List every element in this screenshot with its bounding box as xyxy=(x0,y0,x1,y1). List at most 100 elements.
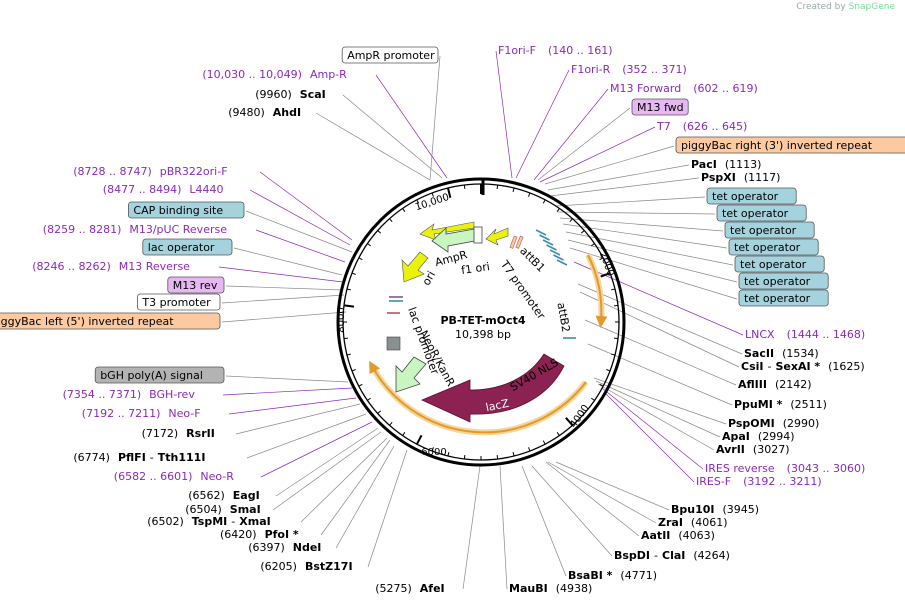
enzyme-label: Bpu10I(3945) xyxy=(671,503,759,516)
feature-box-text: piggyBac right (3') inverted repeat xyxy=(681,139,873,152)
leader-line xyxy=(300,437,388,523)
scale-tick xyxy=(556,208,560,213)
primer-label: (10,030 .. 10,049)Amp-R xyxy=(202,68,347,81)
enzyme-label: SacII (1534) xyxy=(744,347,819,360)
scale-tick xyxy=(346,353,352,356)
enzyme-label: (6504)SmaI xyxy=(185,503,260,516)
feature-box-text: bGH poly(A) signal xyxy=(100,369,203,382)
enzyme-label: AflIII(2142) xyxy=(738,378,812,391)
leader-line xyxy=(547,461,657,524)
feature-box-text: M13 fwd xyxy=(637,101,684,114)
enzyme-label: PspXI(1117) xyxy=(701,171,780,184)
enzyme-label: (5275)AfeI xyxy=(375,582,444,595)
leader-line xyxy=(272,431,382,511)
leader-line xyxy=(275,427,379,497)
primer-range: (6582 .. 6601) xyxy=(114,470,193,483)
left-label-3: (9480)AhdI xyxy=(228,106,301,119)
leader-line xyxy=(429,55,441,181)
plasmid-name: PB-TET-mOct4 xyxy=(440,314,525,327)
right-label-0: F1ori-F(140 .. 161) xyxy=(498,44,613,57)
leader-line xyxy=(246,413,367,459)
feature-box-text: M13 rev xyxy=(173,279,218,292)
primer-range: (7192 .. 7211) xyxy=(82,407,161,420)
scale-tick xyxy=(389,421,393,426)
tet-operator-mark xyxy=(553,254,564,261)
feature-box xyxy=(716,204,807,222)
tet-operator-mark xyxy=(549,249,561,256)
feature-box-text: tet operator xyxy=(744,275,811,288)
feature-box xyxy=(167,276,225,294)
feature-box xyxy=(127,201,245,219)
lacz-arrow xyxy=(421,353,565,423)
enzyme-label: (9480)AhdI xyxy=(228,106,301,119)
primer-label: (6582 .. 6601)Neo-R xyxy=(114,470,234,483)
leader-line xyxy=(225,285,344,291)
primer-name: F1ori-R xyxy=(571,63,611,76)
leader-line xyxy=(515,69,570,179)
enzyme-position: (6397) xyxy=(248,541,285,554)
scale-tick xyxy=(512,451,515,457)
scale-tick xyxy=(610,353,616,356)
left-label-19: (6562)EagI xyxy=(188,489,259,502)
leader-line xyxy=(539,126,656,183)
feature-box-text: tet operator xyxy=(722,207,789,220)
enzyme-label: ApaI(2994) xyxy=(722,430,794,443)
scale-tick xyxy=(351,272,356,275)
feature-box-text: T3 promoter xyxy=(141,296,211,309)
label-attb1: attB1 xyxy=(517,244,547,274)
right-label-5: piggyBac right (3') inverted repeat xyxy=(675,136,905,154)
right-annotations: F1ori-F(140 .. 161) F1ori-R(352 .. 371) M1… xyxy=(498,44,905,595)
label-attb2: attB2 xyxy=(554,302,572,334)
enzyme-name: RsrII xyxy=(186,427,215,440)
primer-range: (3192 .. 3211) xyxy=(743,475,822,488)
primer-range: (8259 .. 8281) xyxy=(43,223,122,236)
leader-line xyxy=(320,439,391,536)
left-label-1: (10,030 .. 10,049)Amp-R xyxy=(202,68,347,81)
scale-tick xyxy=(556,431,560,436)
leader-line xyxy=(545,461,640,537)
leader-line xyxy=(579,291,740,368)
enzyme-label: BspDI-ClaI(4264) xyxy=(614,549,730,562)
scale-tick xyxy=(358,257,363,261)
right-label-18: AflIII(2142) xyxy=(738,378,812,391)
enzyme-name-2: ClaI xyxy=(662,549,685,562)
enzyme-sep: - xyxy=(231,515,235,528)
primer-range: (8728 .. 8747) xyxy=(73,165,152,178)
leader-line xyxy=(335,445,395,549)
snapgene-credit: Created by SnapGene xyxy=(796,2,895,12)
ampr-promoter-box xyxy=(473,226,483,244)
primer-label: M13 Forward(602 .. 619) xyxy=(610,82,758,95)
primer-label: (8728 .. 8747)pBR322ori-F xyxy=(73,165,227,178)
enzyme-label: PspOMI(2990) xyxy=(728,417,819,430)
left-annotations: AmpR promoter(10,030 .. 10,049)Amp-R(996… xyxy=(0,46,445,595)
left-label-16: (7172)RsrII xyxy=(142,427,215,440)
primer-label: (7354 .. 7371)BGH-rev xyxy=(63,388,196,401)
feature-box-text: lac operator xyxy=(148,241,215,254)
enzyme-name: PspXI xyxy=(701,171,736,184)
scale-tick xyxy=(599,257,604,261)
leader-line xyxy=(245,210,353,253)
enzyme-position: (1534) xyxy=(782,347,819,360)
enzyme-name: BsaBI * xyxy=(568,569,613,582)
enzyme-label: AatII(4063) xyxy=(641,529,715,542)
enzyme-name: TspMI xyxy=(192,515,228,528)
enzyme-name: SacII xyxy=(744,347,774,360)
enzyme-label: (7172)RsrII xyxy=(142,427,215,440)
feature-box-text: tet operator xyxy=(740,258,807,271)
left-label-12: piggyBac left (5') inverted repeat xyxy=(0,312,221,330)
enzyme-name: NdeI xyxy=(293,541,322,554)
scale-label: 10,000 xyxy=(414,192,451,213)
scale-tick xyxy=(447,451,450,457)
right-label-4: T7(626 .. 645) xyxy=(656,120,747,133)
label-f1-ori: f1 ori xyxy=(460,260,490,277)
enzyme-label: PpuMI *(2511) xyxy=(734,398,827,411)
tet-operator-marks xyxy=(387,229,576,339)
leader-line xyxy=(605,393,695,483)
primer-label: F1ori-R(352 .. 371) xyxy=(571,63,687,76)
left-label-0: AmpR promoter xyxy=(341,46,439,64)
left-label-8: lac operator xyxy=(142,238,233,256)
left-label-21: (6502)TspMI-XmaI xyxy=(147,515,271,528)
primer-name: LNCX xyxy=(745,328,775,341)
primer-name: IRES-F xyxy=(696,475,731,488)
primer-range: (7354 .. 7371) xyxy=(63,388,142,401)
